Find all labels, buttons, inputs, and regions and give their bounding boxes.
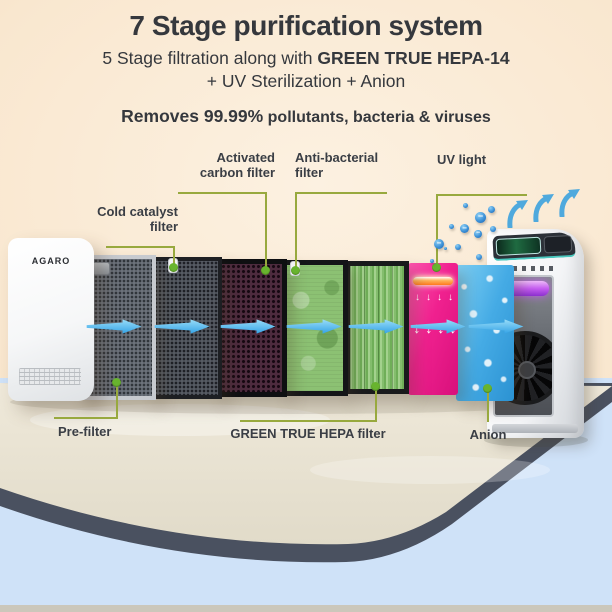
connector-dot [112,378,121,387]
front-panel: AGARO [8,238,94,401]
label-anion: Anion [469,427,507,442]
panel-vent-grille [19,368,81,385]
anion-particle: − [474,229,482,238]
anion-particle [463,203,468,208]
connector-dot [169,263,178,272]
label-hepa: GREEN TRUE HEPA filter [230,426,386,441]
brand-logo: AGARO [31,256,71,266]
connector-dot [261,266,270,275]
anion-panel [456,265,514,401]
connector-line [375,388,377,422]
connector-line [295,192,387,194]
label-anti-bacterial: Anti-bacterial filter [295,150,379,180]
airflow-arrow [220,319,276,334]
connector-line [54,417,118,419]
minus-glyph: − [436,238,442,248]
connector-line [240,420,377,422]
label-activated-carbon: Activated carbon filter [199,150,275,180]
removes-claim: Removes 99.99% pollutants, bacteria & vi… [0,106,612,127]
removes-percent: Removes 99.99% [121,106,264,126]
anion-particle [449,224,454,229]
connector-dot [483,384,492,393]
device-display [495,236,542,256]
anion-particle: − [434,238,444,249]
anion-particle [444,247,447,250]
label-uv-light: UV light [437,152,487,167]
connector-line [106,246,175,248]
anion-particle [430,259,434,263]
header: 7 Stage purification system 5 Stage filt… [0,10,612,127]
connector-line [436,194,527,196]
connector-line [116,385,118,419]
clean-air-swoosh [559,189,580,217]
uv-lamp-tube [413,277,453,285]
anion-particle: − [475,211,486,223]
minus-glyph: − [462,223,467,233]
airflow-arrow [86,319,142,334]
device-indicator-dots [513,266,553,271]
airflow-arrow [348,319,404,334]
anion-particle [490,226,496,232]
clean-air-swoosh [507,200,528,228]
uv-down-arrow: ↓ [426,292,431,303]
minus-glyph: − [477,211,484,222]
connector-line [436,194,438,266]
uv-down-arrow: ↓ [413,320,421,337]
uv-down-arrow: ↓ [415,292,420,303]
subtitle-line1: 5 Stage filtration along with GREEN TRUE… [0,48,612,69]
subtitle-text: 5 Stage filtration along with [102,48,318,68]
marble-highlight [30,404,330,436]
anion-particle: − [460,223,469,233]
marble-tabletop [0,383,612,545]
connector-line [178,192,267,194]
floor-baseboard [0,605,612,612]
connector-line [487,390,489,422]
label-pre-filter: Pre-filter [58,424,112,439]
uv-down-arrow: ↓ [437,292,442,303]
device-display-secondary [543,235,573,254]
connector-line [295,192,297,269]
anion-particle [455,244,461,250]
marble-highlight [310,456,550,484]
uv-down-arrow: ↓ [448,292,453,303]
airflow-arrow [286,319,342,334]
anion-particle [488,206,495,213]
device-base [492,424,578,433]
subtitle-line2: + UV Sterilization + Anion [206,71,406,91]
airflow-arrow [410,319,466,334]
clean-air-swoosh [533,194,554,222]
connector-dot [291,266,300,275]
connector-dot [371,382,380,391]
connector-dot [432,263,441,272]
page-title: 7 Stage purification system [129,10,483,41]
device-control-panel [492,231,576,262]
airflow-arrow [154,319,210,334]
removes-text: pollutants, bacteria & viruses [263,109,491,126]
airflow-arrow [468,319,524,334]
minus-glyph: − [475,229,481,237]
label-cold-catalyst: Cold catalyst filter [97,204,178,234]
subtitle-highlight: GREEN TRUE HEPA-14 [317,48,510,68]
connector-line [265,192,267,269]
connector-line [173,246,175,266]
anion-particle [476,254,482,260]
